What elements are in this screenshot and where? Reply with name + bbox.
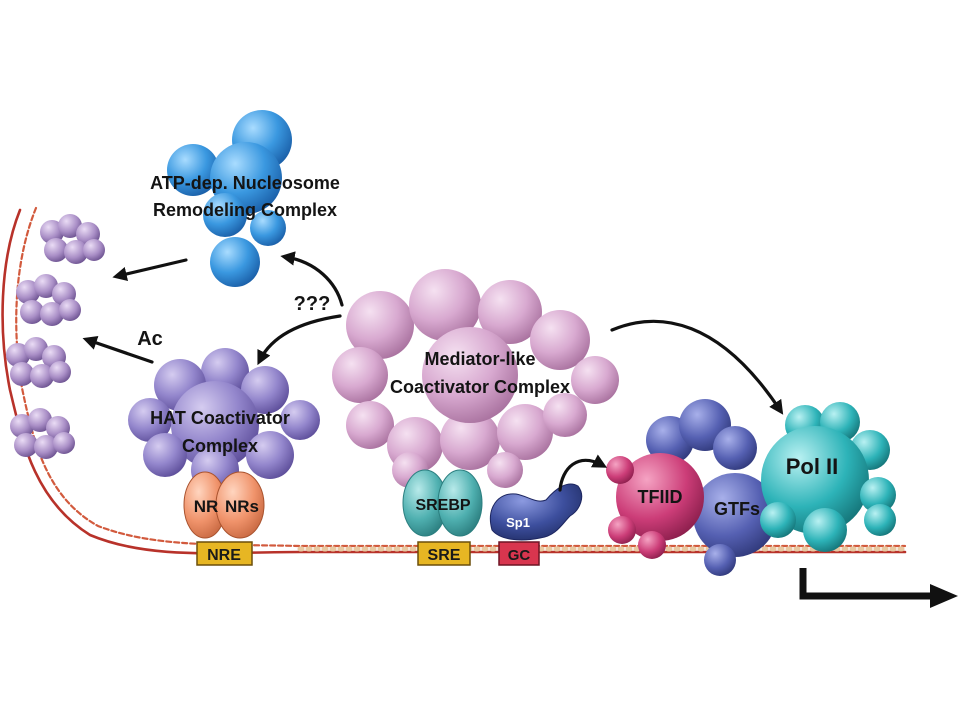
srebp-label: SREBP [415,497,470,514]
sp1-factor [490,483,583,541]
tfiid-label: TFIID [638,487,683,507]
remodeling-label-line2: Remodeling Complex [153,200,337,220]
nuclear-receptor-dimer [183,471,265,539]
tfiid-complex [606,453,704,559]
gc-label: GC [508,547,531,564]
arrow-hat-to-chromatin [82,335,154,364]
remodeling-label-line1: ATP-dep. Nucleosome [150,173,340,193]
hat-label-line1: HAT Coactivator [150,408,290,428]
hat-label-line2: Complex [182,436,258,456]
nre-label: NRE [207,547,241,564]
acetylation-label: Ac [137,328,163,350]
gtfs-label: GTFs [714,499,760,519]
gc-element: GC [498,541,540,566]
nre-element: NRE [196,541,253,566]
arrow-mediator-to-hat [257,314,342,366]
nucleosome-1 [40,214,105,264]
remodeling-complex [167,110,292,287]
gtfs-complex [646,399,777,576]
mediator-label-line2: Coactivator Complex [390,377,570,397]
unknown-label: ??? [294,293,331,315]
nr-label-left: NR [194,497,219,516]
nucleosome-3 [6,337,71,388]
arrows [82,251,784,492]
mediator-label-line1: Mediator-like [424,349,535,369]
pol2-complex [760,402,896,552]
transcription-start-arrow [799,568,958,608]
nucleosome-2 [16,274,81,326]
pol2-label: Pol II [786,454,839,479]
nr-label-right: NRs [225,497,259,516]
sp1-label: Sp1 [506,515,530,530]
nucleosome-4 [10,408,75,459]
arrow-sp1-to-tfiid [558,454,608,492]
arrow-mediator-to-pol2 [610,319,784,415]
arrow-mediator-to-remodeling [280,251,344,307]
srebp-dimer [402,469,483,537]
sre-element: SRE [417,541,471,566]
mediator-complex [332,269,619,488]
arrow-remodeling-to-chromatin [112,258,188,282]
sre-label: SRE [428,547,461,564]
